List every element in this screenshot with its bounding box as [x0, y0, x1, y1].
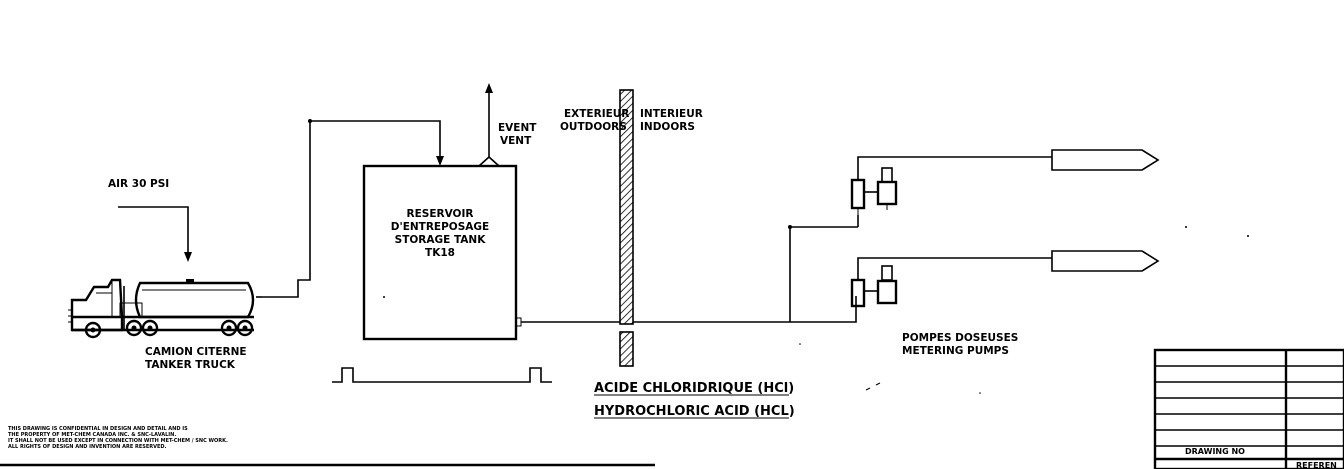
acid-label-fr: ACIDE CHLORIDRIQUE (HCl) [594, 381, 794, 396]
tank-label-line3: STORAGE TANK [395, 234, 487, 246]
air-supply-label: AIR 30 PSI [108, 178, 169, 190]
acid-supply-line [521, 215, 859, 323]
tank-label-line4: TK18 [425, 247, 455, 259]
truck-label-fr: CAMION CITERNE [145, 346, 247, 358]
title-block: DRAWING NO REFEREN [1153, 348, 1344, 469]
drafting-marks [799, 226, 1249, 394]
tanker-truck: CAMION CITERNE TANKER TRUCK [68, 278, 262, 371]
pumps-label-en: METERING PUMPS [902, 345, 1009, 357]
fill-line [262, 119, 444, 298]
truck-wheels [84, 319, 254, 339]
exterior-label-fr: EXTERIEUR [564, 108, 629, 120]
metering-pump-1 [850, 149, 1160, 215]
interior-label-fr: INTERIEUR [640, 108, 703, 120]
disclaimer-line-3: IT SHALL NOT BE USED EXCEPT IN CONNECTIO… [8, 438, 228, 444]
vent-label-en: VENT [500, 135, 532, 147]
vent-label-fr: EVENT [498, 122, 537, 134]
exterior-label-en: OUTDOORS [560, 121, 627, 133]
metering-pump-2: POMPES DOSEUSES METERING PUMPS [850, 250, 1160, 357]
pumps-label-fr: POMPES DOSEUSES [902, 332, 1018, 344]
acid-title: ACIDE CHLORIDRIQUE (HCl) HYDROCHLORIC AC… [594, 381, 795, 419]
air-supply-line: AIR 30 PSI [108, 178, 192, 262]
vent: EVENT VENT [478, 83, 537, 167]
disclaimer-line-2: THE PROPERTY OF MET-CHEM CANADA INC. & S… [8, 432, 176, 438]
truck-label-en: TANKER TRUCK [145, 359, 236, 371]
storage-tank-tk18: RESERVOIR D'ENTREPOSAGE STORAGE TANK TK1… [362, 164, 522, 341]
tank-foundation [332, 367, 552, 383]
tank-label-line1: RESERVOIR [407, 208, 474, 220]
acid-label-en: HYDROCHLORIC ACID (HCL) [594, 404, 795, 419]
tank-label-line2: D'ENTREPOSAGE [391, 221, 489, 233]
wall-section: EXTERIEUR OUTDOORS INTERIEUR INDOORS [560, 89, 703, 367]
interior-label-en: INDOORS [640, 121, 695, 133]
disclaimer-line-1: THIS DRAWING IS CONFIDENTIAL IN DESIGN A… [8, 426, 188, 432]
confidentiality-notice: THIS DRAWING IS CONFIDENTIAL IN DESIGN A… [8, 426, 228, 450]
drawing-number-label: DRAWING NO [1185, 447, 1245, 456]
disclaimer-line-4: ALL RIGHTS OF DESIGN AND INVENTION ARE R… [8, 444, 167, 450]
reference-label: REFEREN [1296, 461, 1337, 469]
